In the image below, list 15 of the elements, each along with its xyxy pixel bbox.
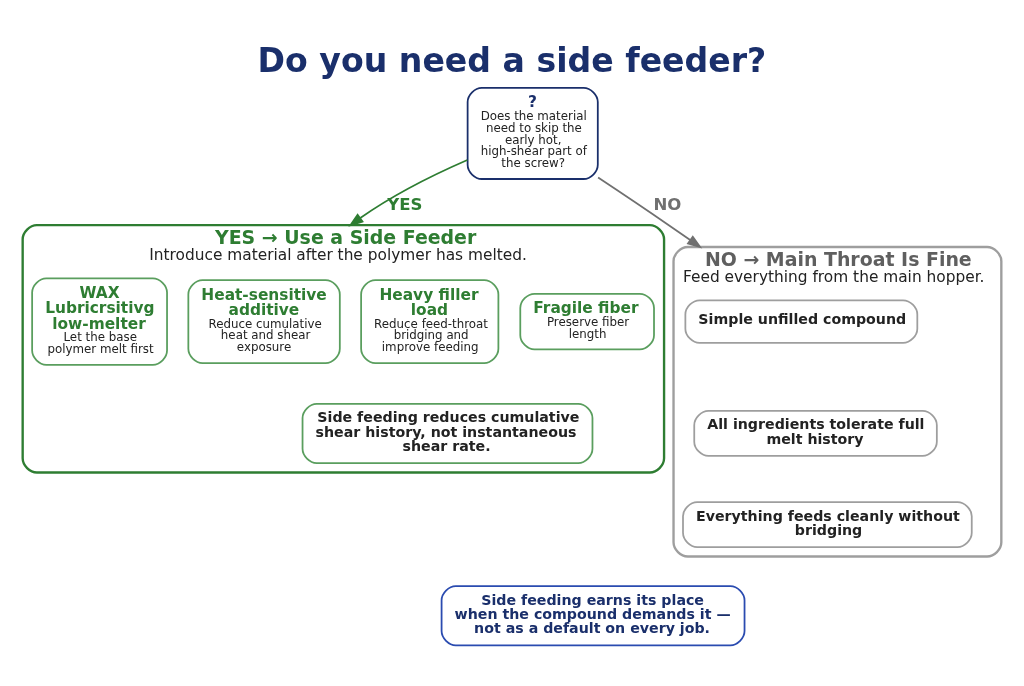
arrow [597, 176, 703, 249]
node-box: Heavy filler load Reduce feed-throat bridging and improve feeding [360, 278, 500, 364]
node-box: Side feeding earns its place when the compound demands it — not as a default on every job. [440, 584, 746, 646]
node-box: Everything feeds cleanly without bridging [682, 500, 973, 548]
node-box: All ingredients tolerate full melt history [693, 409, 938, 457]
node-box: ? Does the material need to skip the early hot, high-shear part of the screw? [466, 86, 599, 180]
arrow [348, 158, 469, 227]
node-box: Fragile fiber Preserve fiber length [519, 292, 655, 350]
diagram-title: Do you need a side feeder? [257, 40, 767, 80]
node-box: Side feeding reduces cumulative shear history, not instantaneous shear rate. [301, 402, 594, 464]
node-box: WAX Lubricrsitivg low-melter Let the base polymer melt first [31, 277, 168, 366]
node-box: Heat-sensitive additive Reduce cumulative heat and shear exposure [187, 278, 341, 364]
node-box: Simple unfilled compound [684, 298, 919, 344]
edge-label: NO [653, 194, 682, 214]
edge-label: YES [387, 194, 423, 214]
